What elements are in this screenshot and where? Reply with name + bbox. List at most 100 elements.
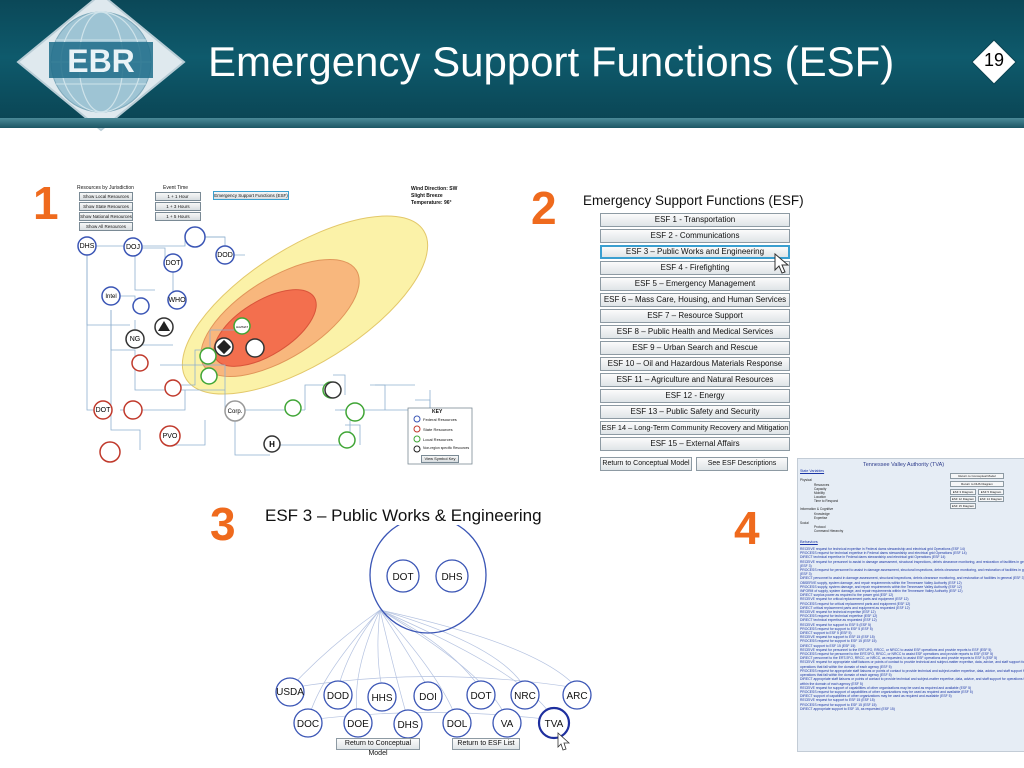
behavior-line: DIRECT critical replacement parts and eq… bbox=[800, 605, 910, 610]
node-local-1[interactable] bbox=[199, 347, 217, 365]
esf5-diagram-button[interactable]: ESF 5 Diagram bbox=[978, 489, 1004, 495]
esf14-diagram-button[interactable]: ESF 14 Diagram bbox=[978, 496, 1004, 502]
node-dot-label: DOT bbox=[166, 260, 182, 267]
node-doi[interactable] bbox=[413, 681, 443, 711]
node-usda[interactable] bbox=[275, 677, 305, 707]
ebr-logo-globe-icon: EBR bbox=[16, 0, 186, 132]
esf-item-12[interactable]: ESF 12 - Energy bbox=[600, 389, 790, 403]
logo-text: EBR bbox=[67, 43, 135, 79]
tva-return-dhs-button[interactable]: Return to DHS Diagram bbox=[950, 481, 1004, 487]
node-dod-label: DOD bbox=[217, 252, 233, 259]
node-doe-label: DOE bbox=[347, 719, 369, 730]
node-intel[interactable] bbox=[101, 286, 121, 306]
node-mayor[interactable] bbox=[345, 402, 365, 422]
node-hhs-label: HHS bbox=[371, 693, 392, 704]
node-doj[interactable] bbox=[123, 237, 143, 257]
return-to-esf-list-button[interactable]: Return to ESF List bbox=[452, 738, 520, 750]
esf-button[interactable]: Emergency Support Functions (ESF) bbox=[213, 191, 289, 200]
node-nrc[interactable] bbox=[510, 680, 540, 710]
node-dod[interactable] bbox=[215, 245, 235, 265]
return-to-conceptual-model-button[interactable]: Return to Conceptual Model bbox=[600, 457, 692, 471]
node-shelter-local[interactable] bbox=[324, 381, 342, 399]
hub-node-dhs[interactable] bbox=[435, 559, 469, 593]
node-top[interactable] bbox=[184, 226, 206, 248]
hub-node-dot[interactable] bbox=[386, 559, 420, 593]
key-local: Local Resources bbox=[423, 437, 453, 442]
physical-time-to-respond: Time to Respond bbox=[814, 499, 839, 503]
esf-item-5[interactable]: ESF 5 – Emergency Management bbox=[600, 277, 790, 291]
physical-mobility: Mobility bbox=[814, 491, 825, 495]
node-dhs-3-label: DHS bbox=[397, 720, 418, 731]
node-hhs[interactable] bbox=[367, 682, 397, 712]
esf3-diagram-button[interactable]: ESF 3 Diagram bbox=[950, 489, 976, 495]
node-hospital[interactable] bbox=[263, 435, 281, 453]
node-governor[interactable] bbox=[99, 441, 121, 463]
esf-item-8[interactable]: ESF 8 – Public Health and Medical Servic… bbox=[600, 325, 790, 339]
show-state-resources-button[interactable]: Show State Resources bbox=[79, 202, 133, 211]
event-time-label: Event Time bbox=[163, 185, 189, 191]
node-local-2[interactable] bbox=[200, 367, 218, 385]
esf-item-14[interactable]: ESF 14 – Long-Term Community Recovery an… bbox=[600, 421, 790, 435]
esf-item-13[interactable]: ESF 13 – Public Safety and Security bbox=[600, 405, 790, 419]
node-ambulance[interactable] bbox=[164, 379, 182, 397]
node-fire-truck[interactable] bbox=[245, 338, 265, 358]
node-dot[interactable] bbox=[163, 253, 183, 273]
esf-item-9[interactable]: ESF 9 – Urban Search and Rescue bbox=[600, 341, 790, 355]
node-medical-local[interactable] bbox=[338, 431, 356, 449]
esf-item-7[interactable]: ESF 7 – Resource Support bbox=[600, 309, 790, 323]
tva-return-conceptual-button[interactable]: Return to Conceptual Model bbox=[950, 473, 1004, 479]
node-tva[interactable] bbox=[537, 706, 571, 740]
page-title: Emergency Support Functions (ESF) bbox=[208, 38, 895, 85]
esf-item-2[interactable]: ESF 2 - Communications bbox=[600, 229, 790, 243]
node-dhs-label: DHS bbox=[80, 243, 95, 250]
node-hazmat[interactable] bbox=[233, 317, 251, 335]
esf-item-11[interactable]: ESF 11 – Agriculture and Natural Resourc… bbox=[600, 373, 790, 387]
esf-item-3[interactable]: ESF 3 – Public Works and Engineering bbox=[600, 245, 790, 259]
node-doe[interactable] bbox=[343, 708, 373, 738]
conceptual-map: DHS DOJ DOT DOD Intel WHO NG DOT PVO bbox=[77, 215, 473, 465]
state-variables-link[interactable]: State Variables bbox=[800, 469, 825, 473]
esf3-return-conceptual-button[interactable]: Return to Conceptual Model bbox=[336, 738, 420, 757]
node-corp[interactable] bbox=[224, 400, 246, 422]
esf3-connection-lines bbox=[289, 609, 578, 721]
see-esf-descriptions-button[interactable]: See ESF Descriptions bbox=[696, 457, 788, 471]
node-dod-label-3: DOD bbox=[327, 691, 349, 702]
node-ng[interactable] bbox=[125, 329, 145, 349]
show-national-resources-button[interactable]: Show National Resources bbox=[79, 212, 133, 221]
node-pvo[interactable] bbox=[159, 425, 181, 447]
view-symbol-key-button[interactable]: View Symbol Key bbox=[421, 455, 459, 463]
behavior-line: DIRECT technical expertise in Federal da… bbox=[800, 555, 946, 560]
esf-item-10[interactable]: ESF 10 – Oil and Hazardous Materials Res… bbox=[600, 357, 790, 371]
behavior-line: PROCESS request for support of capabilit… bbox=[800, 689, 973, 694]
node-arc[interactable] bbox=[562, 680, 592, 710]
node-medical-state[interactable] bbox=[131, 354, 149, 372]
node-who[interactable] bbox=[167, 290, 187, 310]
node-corp-label: Corp. bbox=[228, 409, 243, 415]
conceptual-model-panel: Resources by Jurisdiction Event Time Sho… bbox=[75, 180, 475, 470]
node-dhs[interactable] bbox=[77, 236, 97, 256]
esf-item-4[interactable]: ESF 4 - Firefighting bbox=[600, 261, 790, 275]
node-medical-fed[interactable] bbox=[132, 297, 150, 315]
node-doc[interactable] bbox=[293, 708, 323, 738]
node-dod[interactable] bbox=[323, 680, 353, 710]
esf-item-15[interactable]: ESF 15 – External Affairs bbox=[600, 437, 790, 451]
node-dot-3[interactable] bbox=[466, 680, 496, 710]
behavior-line: OBSERVE supply, system damage, and repai… bbox=[800, 580, 962, 585]
node-va[interactable] bbox=[492, 708, 522, 738]
node-police-car[interactable] bbox=[284, 399, 302, 417]
time-1-hour-button[interactable]: 1 + 1 Hour bbox=[155, 192, 201, 201]
show-local-resources-button[interactable]: Show Local Resources bbox=[79, 192, 133, 201]
show-all-resources-button[interactable]: Show All Resources bbox=[79, 222, 133, 231]
node-dot-state[interactable] bbox=[93, 400, 113, 420]
esf-item-6[interactable]: ESF 6 – Mass Care, Housing, and Human Se… bbox=[600, 293, 790, 307]
node-dol[interactable] bbox=[442, 708, 472, 738]
esf15-diagram-button[interactable]: ESF 15 Diagram bbox=[950, 503, 976, 509]
physical-location: Location bbox=[814, 495, 827, 499]
behaviors-link[interactable]: Behaviors bbox=[800, 539, 818, 544]
esf12-diagram-button[interactable]: ESF 12 Diagram bbox=[950, 496, 976, 502]
behavior-line: DIRECT support to ESF 15 (ESF 15) bbox=[800, 643, 856, 648]
time-5-hours-button[interactable]: 1 + 5 Hours bbox=[155, 212, 201, 221]
time-3-hours-button[interactable]: 1 + 3 Hours bbox=[155, 202, 201, 211]
node-shelter[interactable] bbox=[123, 400, 143, 420]
esf-item-1[interactable]: ESF 1 - Transportation bbox=[600, 213, 790, 227]
